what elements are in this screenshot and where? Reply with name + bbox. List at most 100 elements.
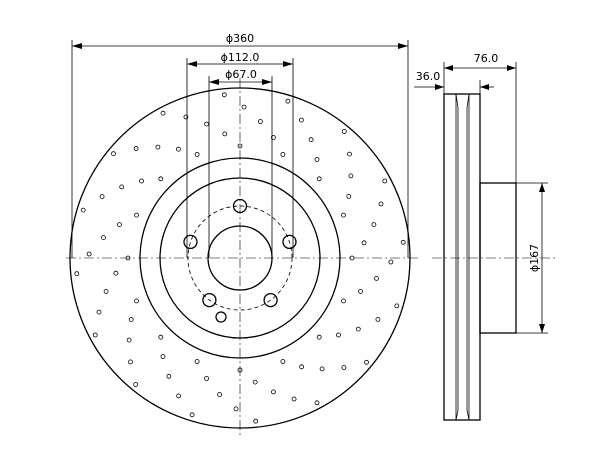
drill-hole bbox=[270, 389, 276, 395]
drill-hole bbox=[117, 222, 122, 228]
drill-hole bbox=[133, 382, 139, 387]
drill-hole bbox=[133, 146, 139, 151]
drill-hole bbox=[241, 104, 247, 110]
drill-hole bbox=[92, 332, 98, 338]
drill-hole bbox=[336, 332, 341, 338]
outer-diameter-label: ϕ360 bbox=[226, 32, 254, 45]
arrow-67-left bbox=[209, 79, 219, 85]
hat-diameter-label: ϕ167 bbox=[528, 244, 541, 272]
drill-hole bbox=[237, 143, 243, 149]
drill-hole bbox=[316, 334, 322, 340]
disc-thickness-label: 36.0 bbox=[416, 70, 441, 83]
drill-hole bbox=[175, 146, 181, 152]
bolt-holes bbox=[183, 198, 297, 308]
drill-hole bbox=[96, 309, 102, 315]
side-view: 76.0 36.0 ϕ167 bbox=[414, 52, 556, 421]
drill-hole bbox=[217, 392, 223, 397]
drill-hole bbox=[388, 259, 394, 265]
arrow-36-left bbox=[435, 84, 444, 90]
drill-hole bbox=[270, 135, 276, 140]
arrow-360-left bbox=[72, 43, 82, 49]
drill-hole bbox=[371, 222, 377, 228]
drill-hole bbox=[298, 117, 304, 123]
drill-hole bbox=[111, 151, 116, 157]
drill-hole bbox=[361, 240, 367, 246]
drill-hole bbox=[119, 184, 125, 190]
drill-hole bbox=[233, 406, 239, 412]
friction-ring-inner-edge bbox=[139, 157, 341, 359]
drill-hole bbox=[341, 298, 346, 304]
drill-hole bbox=[74, 271, 80, 277]
ring-chamfer-right bbox=[466, 93, 470, 421]
drill-hole bbox=[126, 337, 132, 343]
drill-hole bbox=[375, 316, 381, 322]
drill-hole bbox=[316, 176, 322, 182]
friction-ring-section bbox=[443, 93, 481, 421]
drill-hole bbox=[308, 137, 314, 143]
outer-rim bbox=[69, 87, 411, 429]
hat-section bbox=[479, 182, 517, 334]
drill-hole bbox=[194, 152, 200, 157]
drill-hole bbox=[364, 359, 369, 365]
front-dimensions: ϕ360 ϕ112.0 ϕ67.0 bbox=[71, 32, 409, 258]
arrow-36-right bbox=[480, 84, 489, 90]
drill-hole bbox=[280, 152, 286, 157]
drill-hole bbox=[358, 288, 363, 294]
arrow-76-left bbox=[444, 65, 453, 71]
arrow-67-right bbox=[262, 79, 272, 85]
drill-hole bbox=[253, 418, 259, 424]
drill-hole bbox=[204, 121, 210, 127]
bolt-hole bbox=[232, 198, 248, 214]
drill-hole bbox=[189, 412, 195, 418]
drill-hole bbox=[158, 176, 164, 182]
drill-hole bbox=[400, 239, 406, 245]
drill-hole bbox=[347, 151, 352, 157]
drill-hole bbox=[183, 114, 189, 120]
drill-hole bbox=[237, 367, 243, 373]
drill-hole bbox=[166, 373, 172, 379]
drill-hole bbox=[222, 131, 228, 137]
cross-drilled-holes bbox=[74, 92, 406, 424]
drill-hole bbox=[257, 119, 263, 124]
bolt-circle-label: ϕ112.0 bbox=[221, 51, 260, 64]
bolt-hole bbox=[202, 292, 217, 308]
drill-hole bbox=[80, 207, 86, 213]
drill-hole bbox=[134, 212, 139, 218]
drill-hole bbox=[160, 354, 166, 359]
arrow-167-top bbox=[539, 183, 545, 192]
arrow-112-left bbox=[187, 61, 197, 67]
drill-hole bbox=[314, 400, 320, 406]
drill-hole bbox=[158, 334, 164, 340]
drill-hole bbox=[394, 303, 400, 309]
drill-hole bbox=[348, 173, 354, 179]
overall-height-label: 76.0 bbox=[474, 52, 499, 65]
drill-hole bbox=[346, 193, 352, 199]
drill-hole bbox=[99, 194, 105, 200]
drill-hole bbox=[291, 396, 297, 402]
drill-hole bbox=[221, 92, 227, 98]
drill-hole bbox=[176, 393, 182, 399]
drill-hole bbox=[314, 157, 320, 162]
bolt-hole bbox=[183, 234, 198, 250]
arrow-112-right bbox=[283, 61, 293, 67]
bolt-circle bbox=[187, 205, 293, 311]
front-view bbox=[66, 78, 420, 438]
drill-hole bbox=[134, 298, 139, 304]
drill-hole bbox=[374, 275, 379, 281]
arrow-167-bottom bbox=[539, 324, 545, 333]
drill-hole bbox=[319, 366, 325, 372]
bolt-hole bbox=[282, 234, 297, 250]
drill-hole bbox=[155, 144, 161, 150]
drill-hole bbox=[86, 251, 92, 257]
drill-hole bbox=[128, 359, 133, 365]
hat-outer-edge bbox=[159, 177, 321, 339]
ring-chamfer-left bbox=[455, 93, 459, 421]
drill-hole bbox=[355, 326, 361, 332]
drill-hole bbox=[341, 365, 347, 370]
drill-hole bbox=[113, 270, 119, 276]
drill-hole bbox=[349, 255, 355, 261]
drill-hole bbox=[160, 110, 166, 116]
drill-hole bbox=[204, 376, 210, 381]
drill-hole bbox=[341, 129, 347, 134]
